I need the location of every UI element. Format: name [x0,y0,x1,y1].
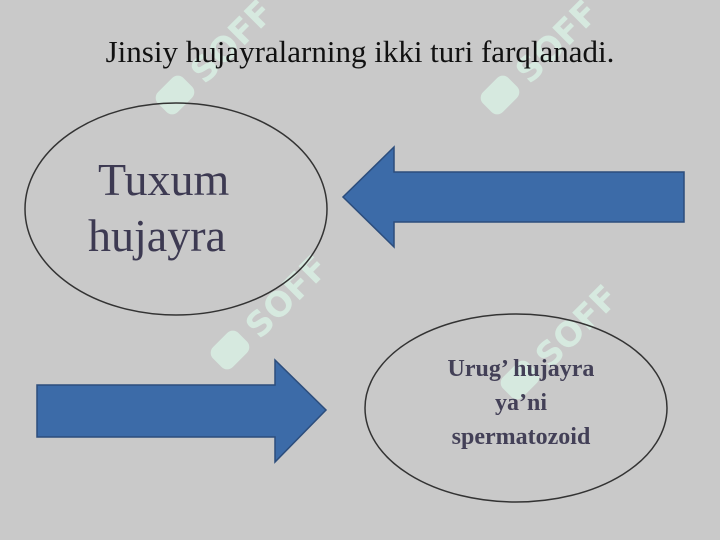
egg-cell-label: Tuxum hujayra [60,152,290,264]
sperm-cell-label-line3: spermatozoid [451,424,591,450]
sperm-cell-oval [364,313,668,503]
sperm-cell-label-line2: ya’ni [494,390,547,416]
arrow-right-shape [36,358,328,464]
arrow-left-shape [341,145,685,249]
sperm-cell-label: Urug’ hujayra ya’ni spermatozoid [376,352,666,454]
egg-cell-label-line2: hujayra [88,210,226,261]
sperm-cell-label-line1: Urug’ hujayra [447,356,595,382]
egg-cell-label-line1: Tuxum [98,154,230,205]
egg-cell-oval [24,102,328,316]
slide-title: Jinsiy hujayralarning ikki turi farqlana… [105,34,615,69]
